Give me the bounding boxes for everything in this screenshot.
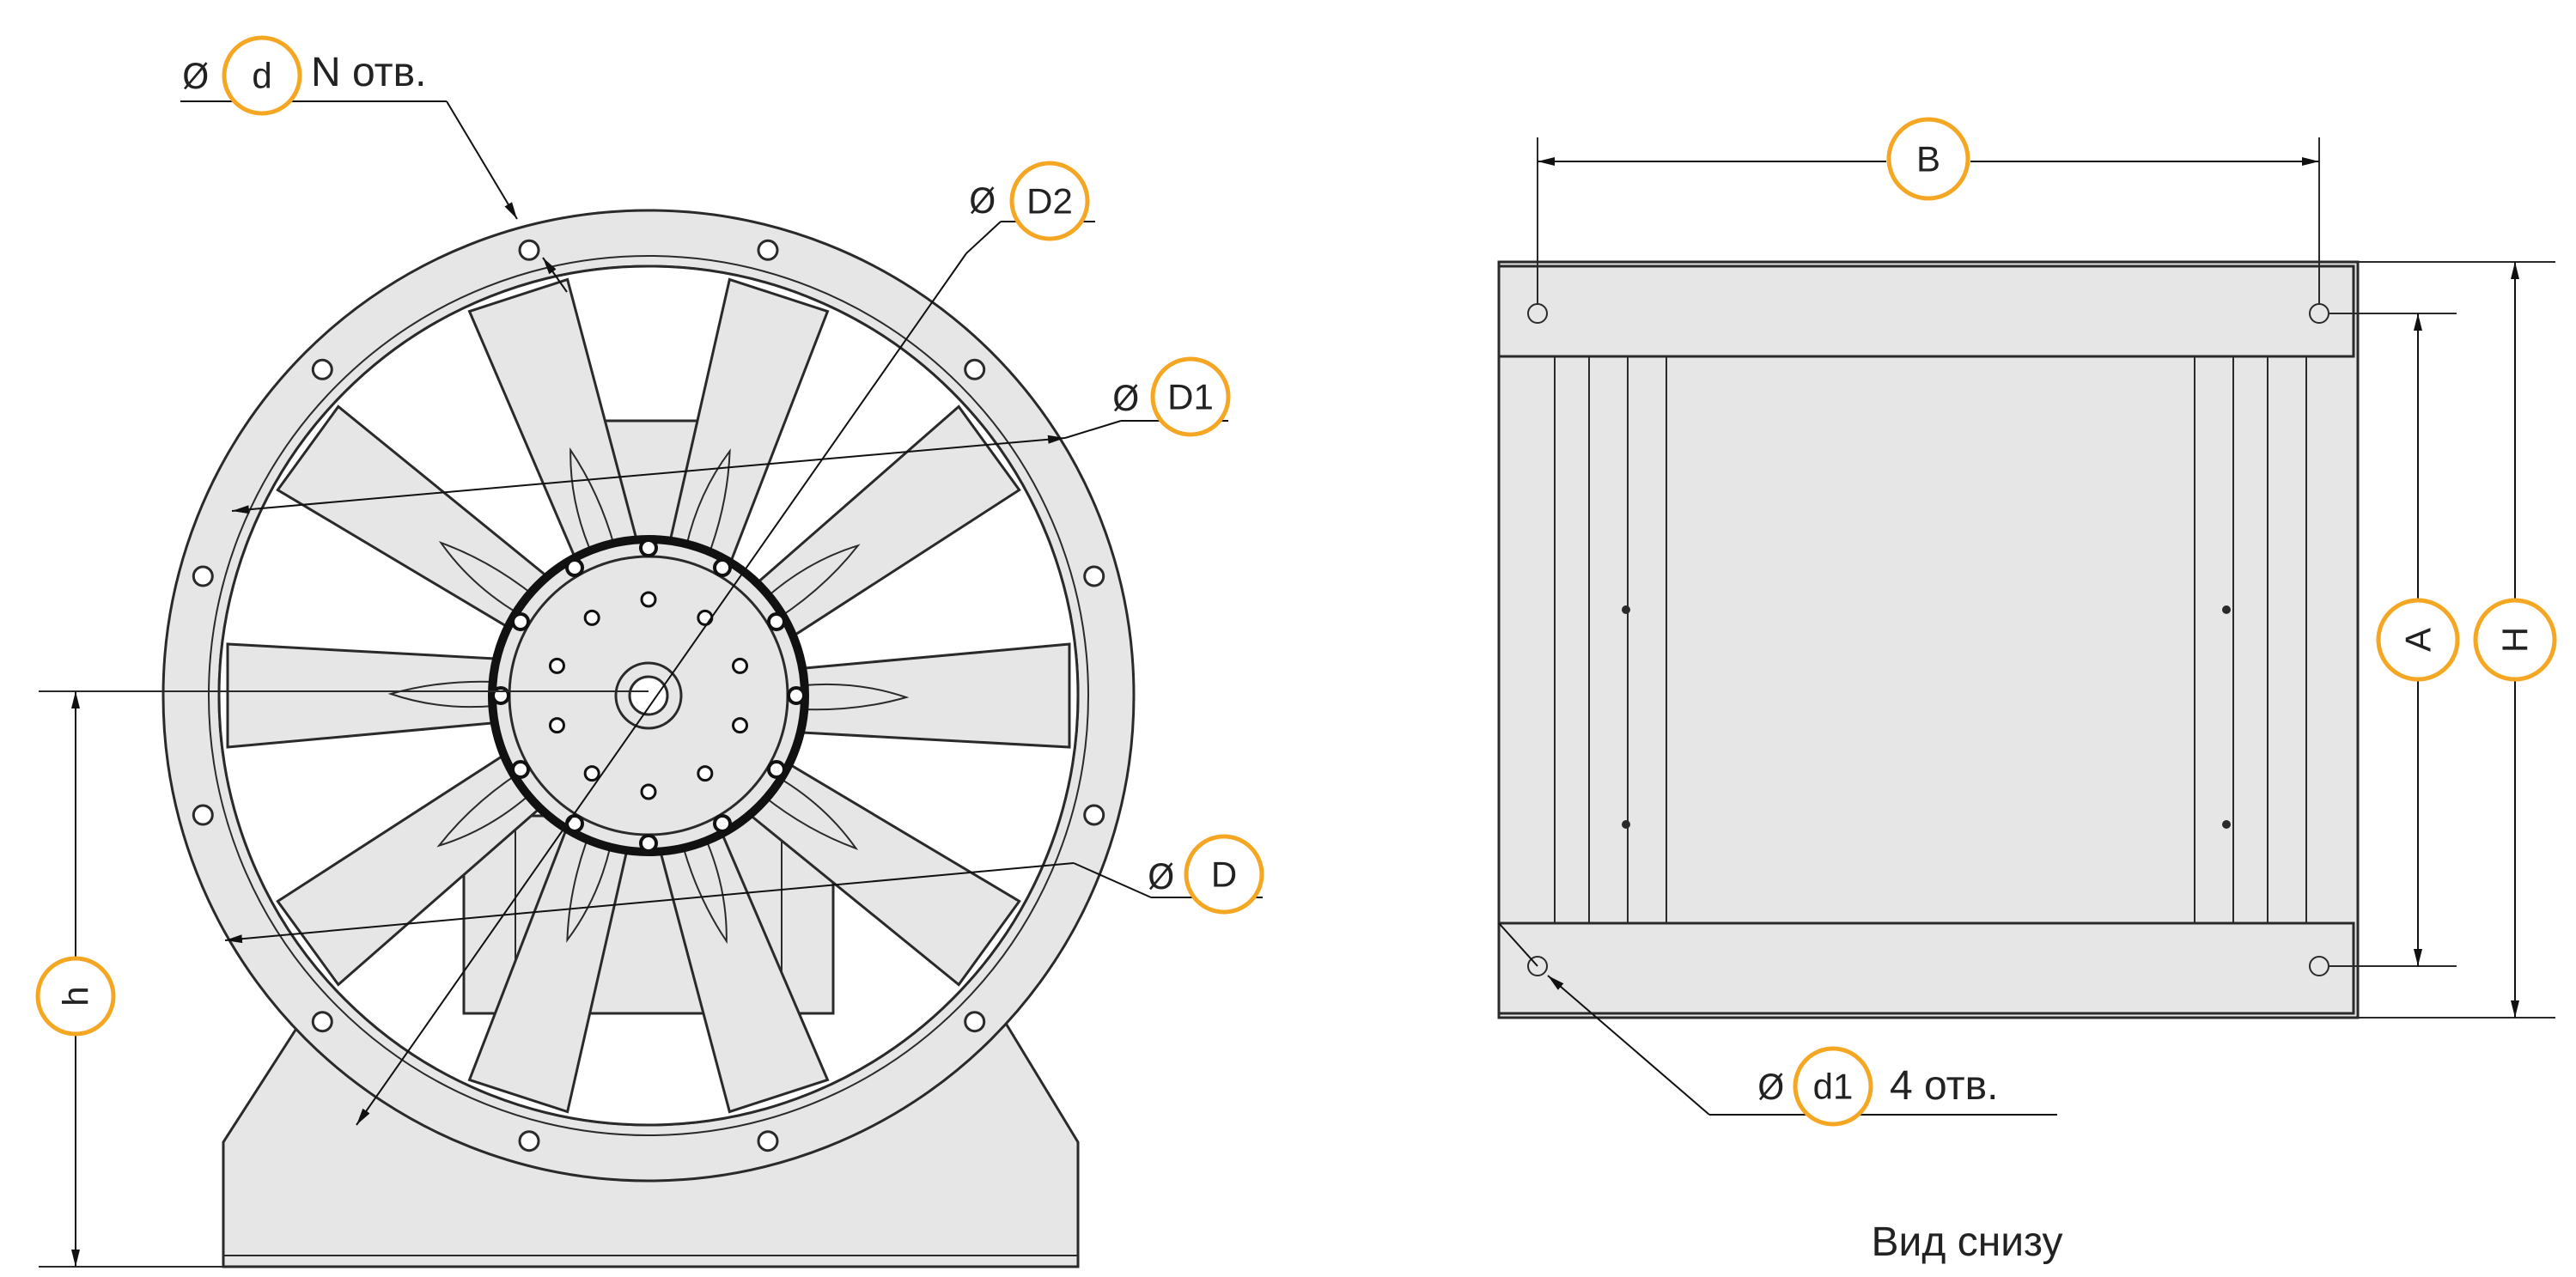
hub-bolt (787, 686, 806, 705)
svg-text:N отв.: N отв. (311, 50, 426, 95)
callout-a: A (2376, 598, 2460, 682)
flange-hole (964, 1011, 986, 1033)
hub-bolt (491, 686, 510, 705)
hub-nut (732, 717, 749, 734)
hub-bolt (639, 834, 658, 853)
bottom-mounting-flange (1497, 921, 2355, 1015)
hub-nut (697, 609, 714, 626)
callout-d1: Ø D1 (1112, 356, 1231, 437)
hub-bolt (766, 760, 786, 779)
casing-ribs (1554, 356, 2307, 923)
badge-h-outer: H (2495, 627, 2536, 653)
flange-hole (1083, 804, 1105, 826)
hub-nut (583, 609, 600, 626)
svg-text:Ø: Ø (969, 182, 996, 222)
flange-hole (1083, 565, 1105, 587)
badge-b: B (1916, 139, 1940, 179)
badge-a: A (2398, 628, 2439, 652)
mounting-hole (1527, 956, 1548, 976)
callout-d: Ø D (1148, 834, 1264, 915)
hub-nut (732, 657, 749, 674)
svg-text:4 отв.: 4 отв. (1890, 1063, 1999, 1109)
hub-bolt (511, 760, 531, 779)
badge-d1: d1 (1813, 1067, 1854, 1107)
flange-hole (311, 358, 333, 380)
hub-bolt (565, 558, 584, 578)
flange-holes (192, 239, 1105, 1152)
mounting-hole (2309, 956, 2329, 976)
svg-text:Ø: Ø (1112, 380, 1139, 419)
hole-d1-leader (1547, 975, 1710, 1116)
bottom-view-caption: Вид снизу (1872, 1219, 2063, 1265)
badge-d1-front: D1 (1167, 377, 1214, 417)
hub-nut (583, 765, 600, 782)
dim-line-d (224, 862, 1075, 944)
flange-hole (192, 804, 214, 826)
bottom-view (1497, 137, 2555, 1116)
hole-callout: Ø d N отв. (182, 35, 426, 116)
hub-nut (697, 765, 714, 782)
hub-bolt (565, 813, 584, 833)
callout-h: h (35, 956, 116, 1037)
flange-hole (518, 1130, 540, 1152)
flange-hole (757, 1130, 779, 1152)
badge-d: d (252, 56, 271, 96)
svg-text:Ø: Ø (1148, 858, 1174, 897)
hub-bolt (713, 813, 732, 833)
flange-hole (757, 239, 779, 261)
hub-nut (640, 783, 657, 800)
svg-text:Ø: Ø (1757, 1068, 1784, 1108)
callout-b: B (1886, 117, 1970, 203)
badge-h: h (56, 986, 96, 1006)
hub-nut (548, 657, 565, 674)
hub-bolt (766, 612, 786, 631)
impeller-hub (488, 535, 809, 856)
badge-outer-d: D (1211, 854, 1237, 895)
hub-nut (548, 717, 565, 734)
flange-hole (311, 1011, 333, 1033)
top-mounting-flange (1497, 265, 2355, 358)
hub-bolt (511, 612, 531, 631)
callout-h-outer: H (2473, 598, 2557, 682)
blade (776, 642, 1071, 749)
hub-bolt (639, 538, 658, 557)
flange-hole (964, 358, 986, 380)
callout-d2: Ø D2 (969, 161, 1090, 241)
flange-hole (518, 239, 540, 261)
flange-hole (192, 565, 214, 587)
hub-bolt (713, 558, 732, 578)
svg-text:Ø: Ø (182, 58, 209, 97)
hole-d1-callout: Ø d1 4 отв. (1757, 1046, 1999, 1127)
dim-line-d1 (231, 435, 1066, 514)
hub-nut (640, 591, 657, 608)
badge-d2: D2 (1026, 181, 1073, 222)
casing-body (1497, 260, 2360, 1019)
dim-line-d2 (356, 252, 967, 1126)
front-view (39, 100, 1263, 1268)
blade (226, 642, 521, 749)
